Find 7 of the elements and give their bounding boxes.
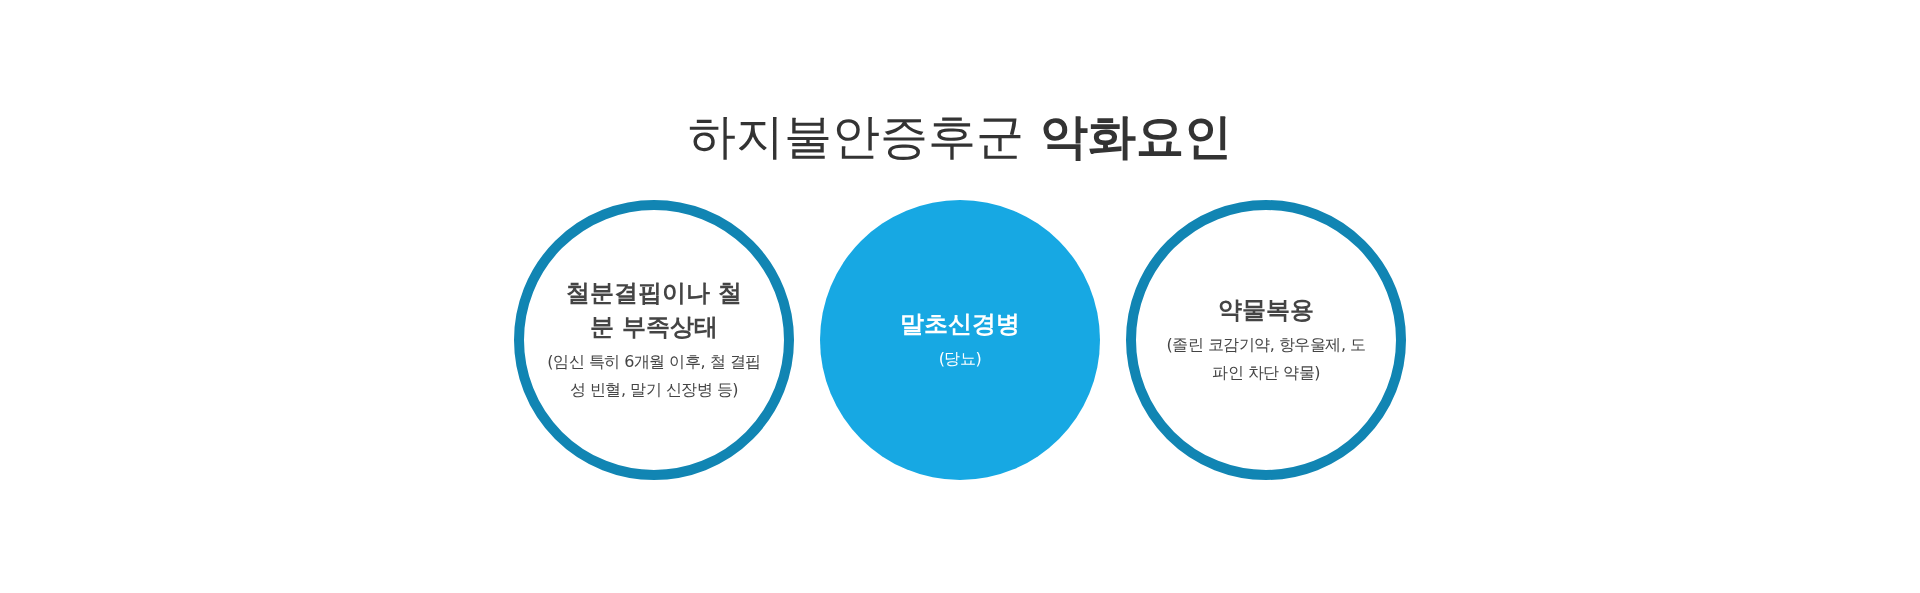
- circle-heading: 철분결핍이나 철분 부족상태: [564, 278, 744, 343]
- circle-heading: 말초신경병: [899, 309, 1021, 340]
- title: 하지불안증후군 악화요인: [687, 107, 1233, 166]
- circle-heading: 약물복용: [1217, 295, 1315, 326]
- circle-note: (임신 특히 6개월 이후, 철 결핍성 빈혈, 말기 신장병 등): [546, 351, 762, 401]
- circle-note: (당뇨): [937, 348, 983, 370]
- circle-note: (졸린 코감기약, 항우울제, 도파인 차단 약물): [1166, 334, 1366, 384]
